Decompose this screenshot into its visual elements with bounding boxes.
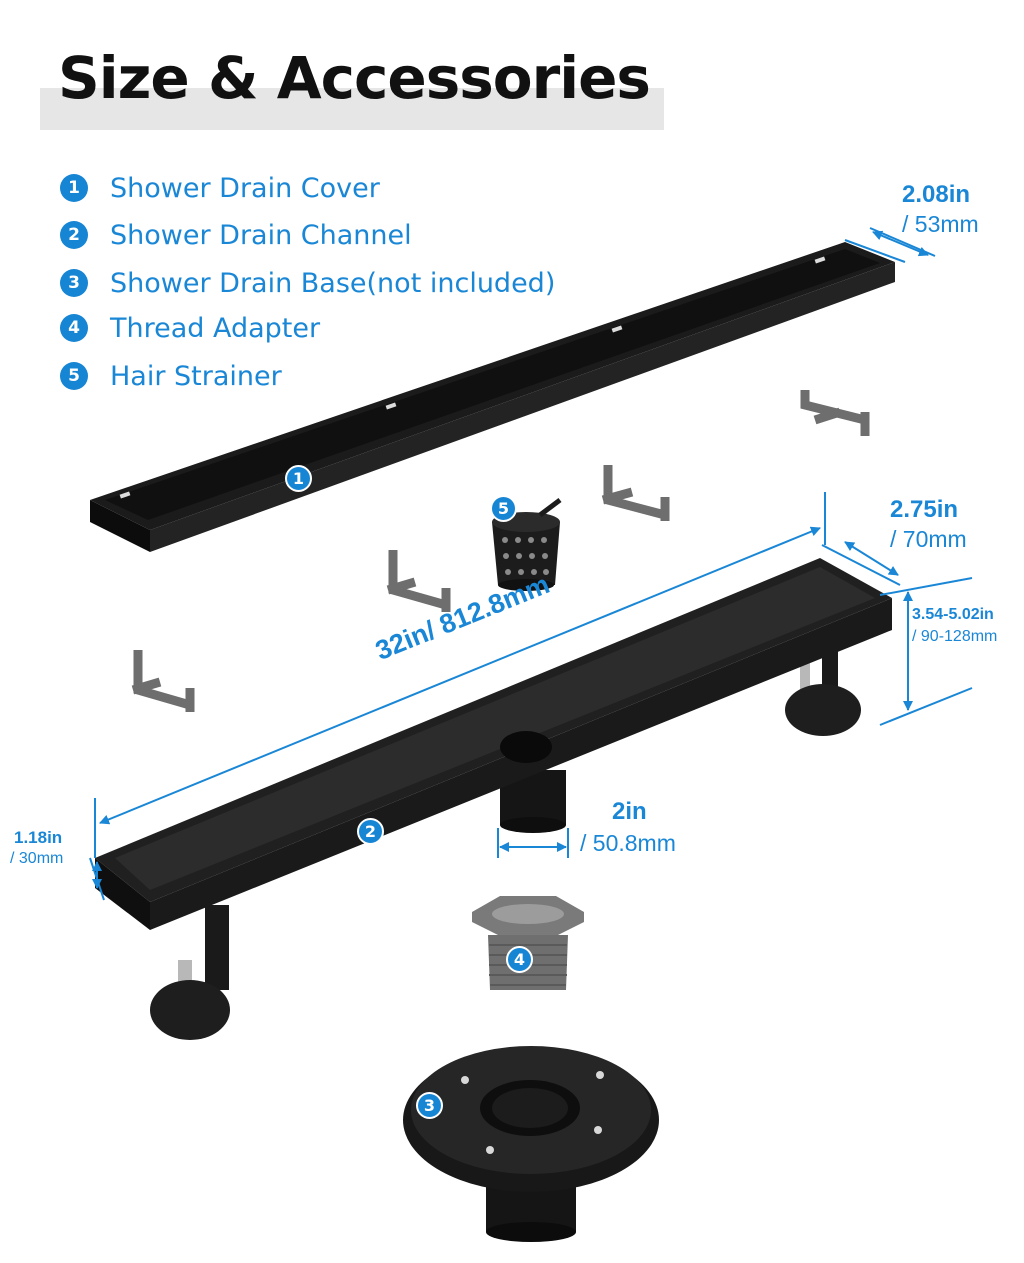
- dimension-inches: 2.08in: [902, 181, 971, 208]
- cover-width-dimension: 2.08in / 53mm: [902, 183, 979, 236]
- channel-width-dimension: 2.75in / 70mm: [890, 498, 967, 551]
- outlet-dimension: 2in: [612, 800, 647, 824]
- bracket-icon: [603, 465, 667, 520]
- dimension-mm: / 50.8mm: [580, 830, 676, 856]
- dimension-mm: / 30mm: [10, 850, 64, 867]
- marker-2-badge: 2: [357, 818, 384, 845]
- number-badge: 3: [60, 269, 88, 297]
- number-badge: 5: [60, 362, 88, 390]
- outlet-dimension-mm: / 50.8mm: [580, 832, 676, 855]
- bracket-icon: [388, 550, 448, 610]
- bracket-icon: [133, 650, 192, 710]
- legend-item-drain-base: 3 Shower Drain Base(not included): [60, 263, 555, 303]
- marker-4-badge: 4: [506, 946, 533, 973]
- number-badge: 2: [60, 221, 88, 249]
- marker-1-badge: 1: [285, 465, 312, 492]
- dimension-inches: 3.54-5.02in: [912, 606, 994, 623]
- bracket-icon: [800, 390, 867, 425]
- page-title: Size & Accessories: [58, 44, 651, 112]
- dimension-inches: 2in: [612, 798, 647, 825]
- depth-dimension: 1.18in / 30mm: [10, 828, 63, 867]
- bracket-icon: [601, 487, 634, 505]
- title-highlight-band: [40, 88, 664, 130]
- dimension-mm: / 70mm: [890, 526, 967, 552]
- number-badge: 4: [60, 314, 88, 342]
- drain-base-illustration: [403, 1046, 659, 1242]
- thread-adapter-illustration: [472, 896, 584, 990]
- marker-3-badge: 3: [416, 1092, 443, 1119]
- dimension-inches: 1.18in: [14, 828, 63, 847]
- legend-item-drain-cover: 1 Shower Drain Cover: [60, 168, 380, 208]
- dimension-mm: / 90-128mm: [912, 628, 998, 645]
- legend-item-drain-channel: 2 Shower Drain Channel: [60, 215, 412, 255]
- dimension-mm: / 53mm: [902, 211, 979, 237]
- legend-label: Hair Strainer: [110, 360, 282, 392]
- legend-item-hair-strainer: 5 Hair Strainer: [60, 356, 282, 396]
- number-badge: 1: [60, 174, 88, 202]
- legend-label: Thread Adapter: [110, 312, 321, 344]
- marker-5-badge: 5: [490, 495, 517, 522]
- dimension-inches: 2.75in: [890, 496, 959, 523]
- height-dimension: 3.54-5.02in / 90-128mm: [912, 607, 997, 645]
- legend-label: Shower Drain Channel: [110, 219, 412, 251]
- legend-label: Shower Drain Cover: [110, 172, 380, 204]
- legend-label: Shower Drain Base(not included): [110, 267, 556, 299]
- dimension-lines: [89, 227, 973, 901]
- legend-item-thread-adapter: 4 Thread Adapter: [60, 308, 320, 348]
- drain-cover-illustration: [90, 242, 895, 552]
- bracket-icon: [813, 407, 842, 425]
